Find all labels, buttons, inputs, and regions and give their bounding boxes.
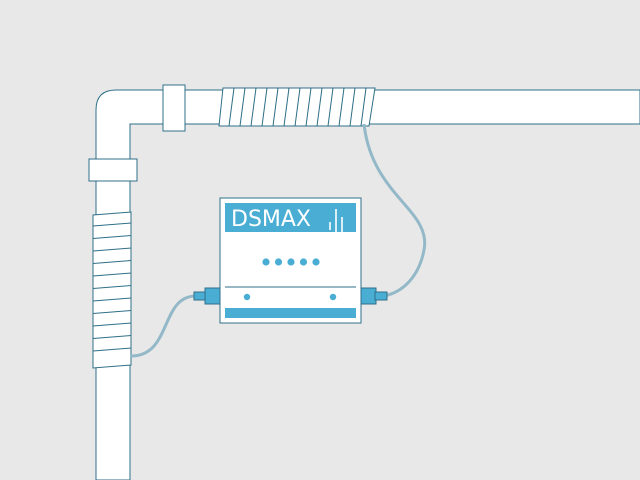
- coil-wrap: [316, 87, 323, 127]
- heating-coil-horizontal: [218, 87, 376, 127]
- device-brand-label: DSMAX: [231, 207, 311, 232]
- coil-wrap: [305, 87, 312, 127]
- device-bottom-bar: [225, 308, 356, 318]
- coil-wrap: [92, 247, 132, 252]
- connector-right: [359, 287, 388, 305]
- controller-device: DSMAX: [219, 197, 362, 324]
- cable-right: [362, 123, 427, 298]
- coil-wrap: [283, 87, 290, 127]
- coil-wrap: [338, 87, 345, 127]
- device-brand-banner: [225, 203, 356, 232]
- heat-wave-logo-icon: [329, 209, 343, 241]
- pipe-elbow: [95, 89, 640, 480]
- indicator-dot: [274, 258, 283, 266]
- coil-wrap: [360, 87, 367, 127]
- coil-wrap: [92, 272, 132, 277]
- pipe: [95, 89, 640, 480]
- coil-wrap: [272, 87, 279, 127]
- coil-wrap: [92, 347, 132, 352]
- pipe-clamp-vertical: [88, 158, 138, 182]
- coil-wrap: [250, 87, 257, 127]
- coil-wrap: [92, 297, 132, 302]
- coil-wrap: [92, 235, 132, 239]
- coil-wrap: [239, 87, 246, 127]
- indicator-dot: [287, 258, 295, 266]
- coil-wrap: [349, 87, 356, 127]
- pipe-clamps: [88, 84, 186, 182]
- cable-left: [130, 294, 200, 358]
- connector-left: [193, 287, 222, 305]
- indicator-dot: [299, 258, 308, 266]
- coil-wrap: [92, 310, 132, 314]
- coil-wrap: [92, 260, 132, 264]
- indicator-dots: [262, 258, 320, 266]
- coil-wrap: [228, 87, 235, 127]
- pipe-clamp-horizontal: [162, 84, 186, 132]
- coil-wrap: [261, 87, 268, 127]
- coil-wrap: [327, 87, 334, 127]
- coil-wrap: [92, 222, 132, 227]
- coil-wrap: [92, 322, 132, 327]
- indicator-dot: [312, 258, 320, 266]
- coil-wrap: [92, 335, 132, 339]
- port-indicator-left: [243, 293, 251, 301]
- port-indicator-right: [329, 293, 337, 301]
- heating-coil-vertical: [92, 211, 132, 369]
- indicator-dot: [262, 258, 270, 266]
- coil-wrap: [294, 87, 301, 127]
- coil-wrap: [92, 285, 132, 289]
